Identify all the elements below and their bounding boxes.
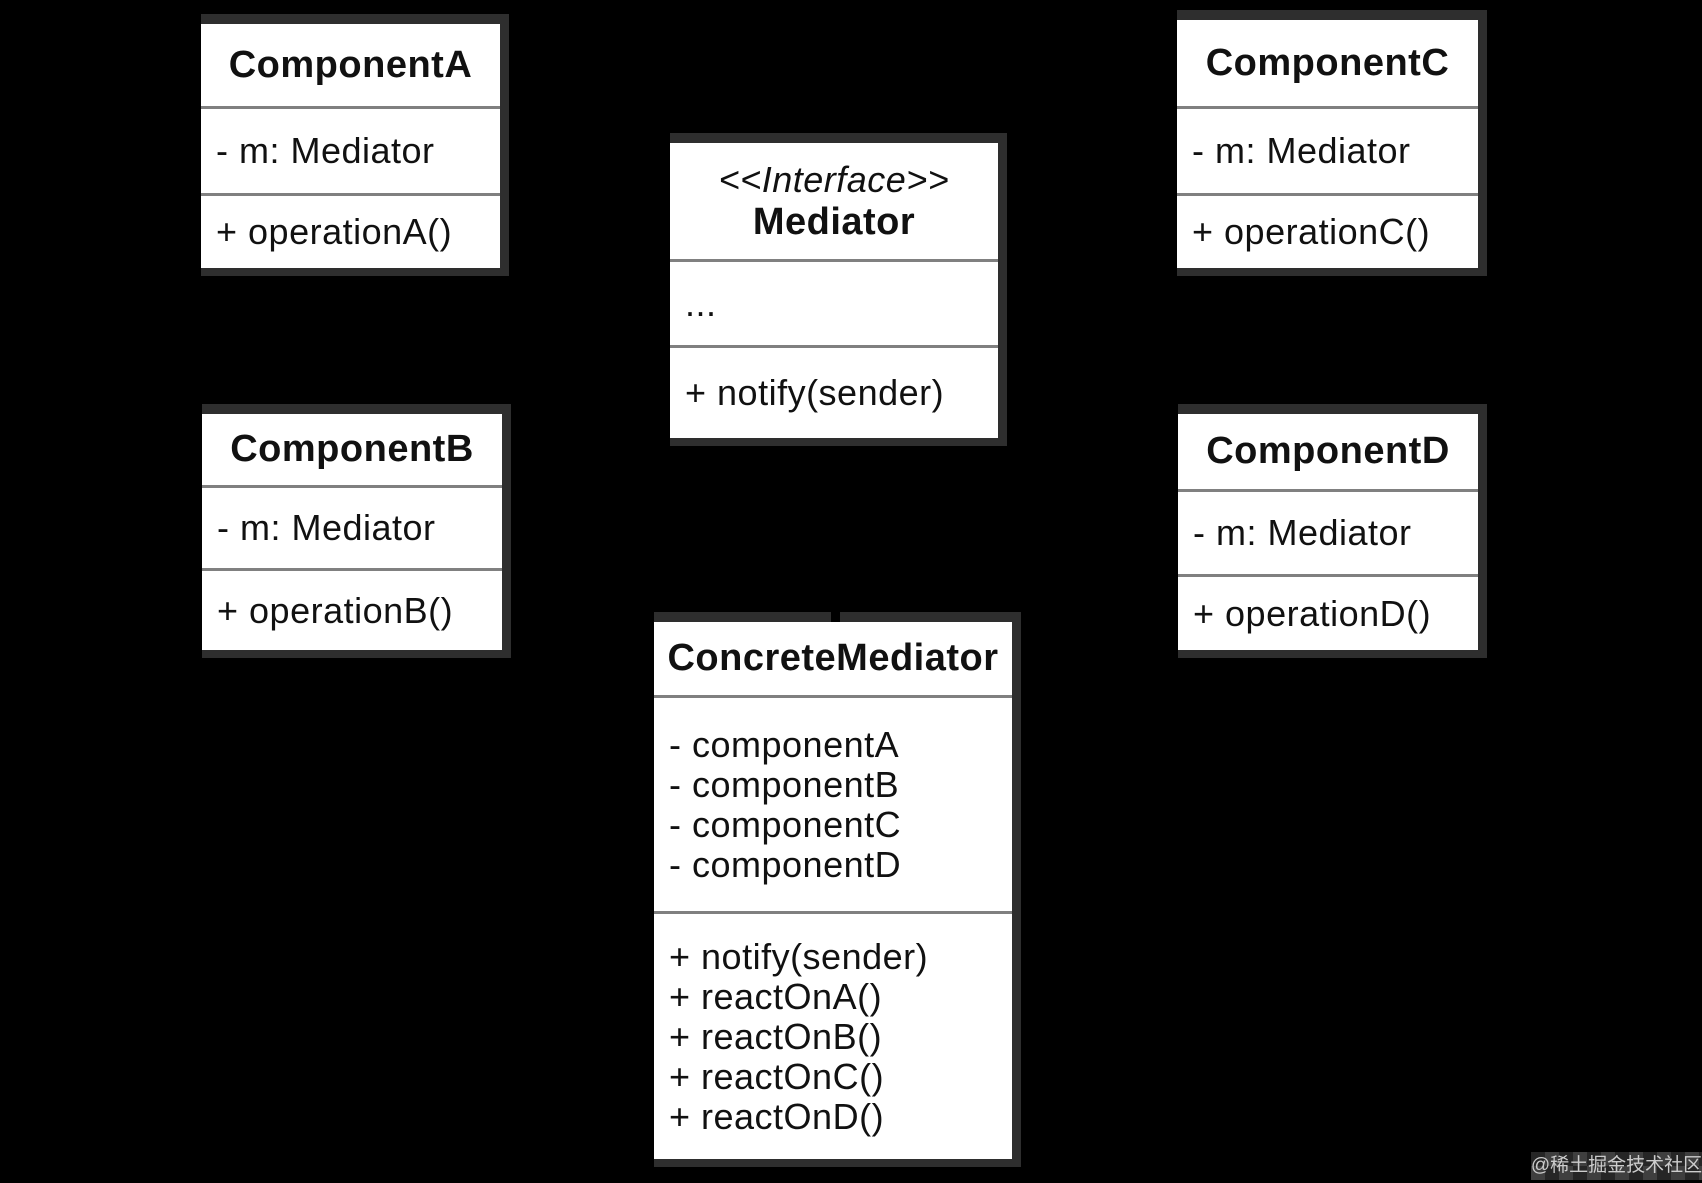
class-methods: + operationD()	[1178, 574, 1478, 650]
class-title: ComponentB	[230, 428, 474, 470]
class-method: + reactOnC()	[669, 1055, 885, 1097]
class-attributes: - m: Mediator	[1177, 106, 1478, 193]
class-method: + operationD()	[1193, 592, 1432, 634]
class-methods: + operationC()	[1177, 193, 1478, 268]
class-attribute: - componentA	[669, 723, 900, 765]
class-title: ConcreteMediator	[667, 637, 999, 679]
class-attributes: - m: Mediator	[201, 106, 500, 193]
arrow-notch	[831, 612, 840, 622]
class-attribute: - componentD	[669, 843, 902, 885]
watermark-badge: @稀土掘金技术社区	[1531, 1152, 1702, 1180]
class-box-mediator-interface: <<Interface>> Mediator ... + notify(send…	[670, 133, 1007, 446]
class-methods: + operationA()	[201, 193, 500, 268]
class-methods: + notify(sender)	[670, 345, 998, 438]
class-title: ComponentC	[1205, 41, 1450, 84]
class-box-concrete-mediator: ConcreteMediator - componentA - componen…	[654, 612, 1021, 1167]
class-attributes: - m: Mediator	[1178, 489, 1478, 574]
class-attribute: - m: Mediator	[1192, 130, 1411, 171]
class-methods: + notify(sender) + reactOnA() + reactOnB…	[654, 911, 1012, 1159]
class-method: + reactOnB()	[669, 1015, 883, 1057]
class-method: + operationC()	[1192, 211, 1431, 252]
class-title: ComponentD	[1206, 430, 1450, 472]
class-methods: + operationB()	[202, 568, 502, 650]
class-attribute-ellipsis: ...	[685, 282, 717, 324]
class-method: + operationA()	[216, 211, 453, 252]
class-box-component-d: ComponentD - m: Mediator + operationD()	[1178, 404, 1487, 658]
class-box-component-b: ComponentB - m: Mediator + operationB()	[202, 404, 511, 658]
class-attributes: ...	[670, 259, 998, 345]
class-title-text: Mediator	[752, 200, 916, 243]
class-attribute: - componentC	[669, 803, 902, 845]
class-attributes: - m: Mediator	[202, 485, 502, 568]
class-attribute: - m: Mediator	[1193, 512, 1412, 553]
class-method: + reactOnA()	[669, 975, 883, 1017]
class-method: + operationB()	[217, 589, 454, 631]
class-attribute: - componentB	[669, 763, 900, 805]
class-attributes: - componentA - componentB - componentC -…	[654, 695, 1012, 911]
class-attribute: - m: Mediator	[217, 507, 436, 548]
class-title: ComponentA	[228, 43, 473, 86]
class-method: + notify(sender)	[685, 372, 945, 413]
class-title: <<Interface>> Mediator	[670, 143, 998, 259]
class-method: + notify(sender)	[669, 935, 929, 977]
class-box-component-c: ComponentC - m: Mediator + operationC()	[1177, 10, 1487, 276]
class-method: + reactOnD()	[669, 1095, 885, 1137]
class-attribute: - m: Mediator	[216, 130, 435, 171]
watermark-text: @稀土掘金技术社区	[1530, 1155, 1702, 1176]
class-box-component-a: ComponentA - m: Mediator + operationA()	[201, 14, 509, 276]
class-stereotype: <<Interface>>	[718, 158, 950, 200]
